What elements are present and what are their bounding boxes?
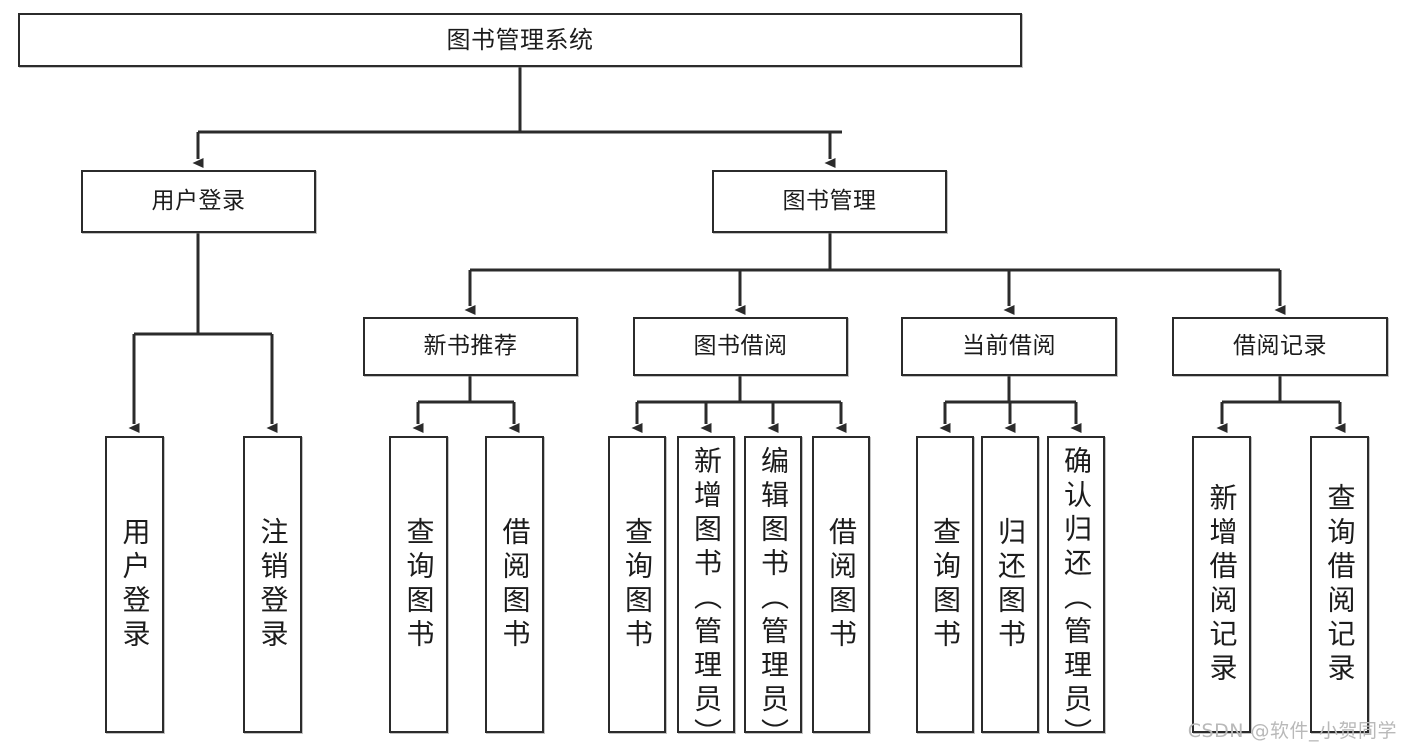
node-label: 借阅图书	[498, 516, 532, 653]
leaf-recommend-borrow-book[interactable]: 借阅图书	[485, 436, 544, 733]
node-label: 查询图书	[402, 516, 436, 653]
node-label: 借阅记录	[1233, 332, 1327, 359]
leaf-current-return-book[interactable]: 归还图书	[981, 436, 1039, 733]
node-current-borrow[interactable]: 当前借阅	[901, 317, 1117, 376]
node-label: 图书管理系统	[446, 25, 594, 54]
leaf-user-login-logout[interactable]: 注销登录	[243, 436, 302, 733]
node-label: 查询借阅记录	[1323, 482, 1357, 687]
leaf-record-query-record[interactable]: 查询借阅记录	[1310, 436, 1369, 733]
node-label: 注销登录	[256, 516, 290, 653]
leaf-borrow-edit-book-admin[interactable]: 编辑图书（管理员）	[744, 436, 802, 747]
leaf-record-add-record[interactable]: 新增借阅记录	[1192, 436, 1251, 733]
leaf-user-login-login[interactable]: 用户登录	[105, 436, 164, 733]
node-label: 新书推荐	[423, 332, 518, 359]
node-label: 借阅图书	[825, 516, 858, 653]
node-label: 确认归还（管理员）	[1060, 446, 1093, 747]
node-label: 编辑图书（管理员）	[757, 446, 790, 747]
node-book-management[interactable]: 图书管理	[712, 170, 947, 233]
node-user-login[interactable]: 用户登录	[81, 170, 316, 233]
leaf-borrow-borrow-book[interactable]: 借阅图书	[812, 436, 870, 733]
node-borrow-record[interactable]: 借阅记录	[1172, 317, 1388, 376]
node-label: 当前借阅	[962, 332, 1056, 359]
node-label: 图书借阅	[693, 332, 788, 359]
leaf-current-query-book[interactable]: 查询图书	[916, 436, 974, 733]
node-label: 查询图书	[621, 516, 654, 653]
watermark-text: CSDN @软件_小贺同学	[1187, 720, 1397, 742]
node-label: 新增借阅记录	[1205, 482, 1239, 687]
leaf-current-confirm-return-admin[interactable]: 确认归还（管理员）	[1047, 436, 1105, 747]
leaf-borrow-query-book[interactable]: 查询图书	[608, 436, 666, 733]
leaf-recommend-query-book[interactable]: 查询图书	[389, 436, 448, 733]
node-label: 查询图书	[929, 516, 962, 653]
node-root-system[interactable]: 图书管理系统	[18, 13, 1022, 67]
node-label: 图书管理	[782, 187, 877, 214]
node-label: 用户登录	[118, 516, 152, 653]
node-label: 用户登录	[151, 187, 246, 214]
node-book-borrow[interactable]: 图书借阅	[633, 317, 848, 376]
node-label: 新增图书（管理员）	[690, 446, 723, 747]
leaf-borrow-add-book-admin[interactable]: 新增图书（管理员）	[677, 436, 735, 747]
node-new-book-recommend[interactable]: 新书推荐	[363, 317, 578, 376]
node-label: 归还图书	[994, 516, 1027, 653]
